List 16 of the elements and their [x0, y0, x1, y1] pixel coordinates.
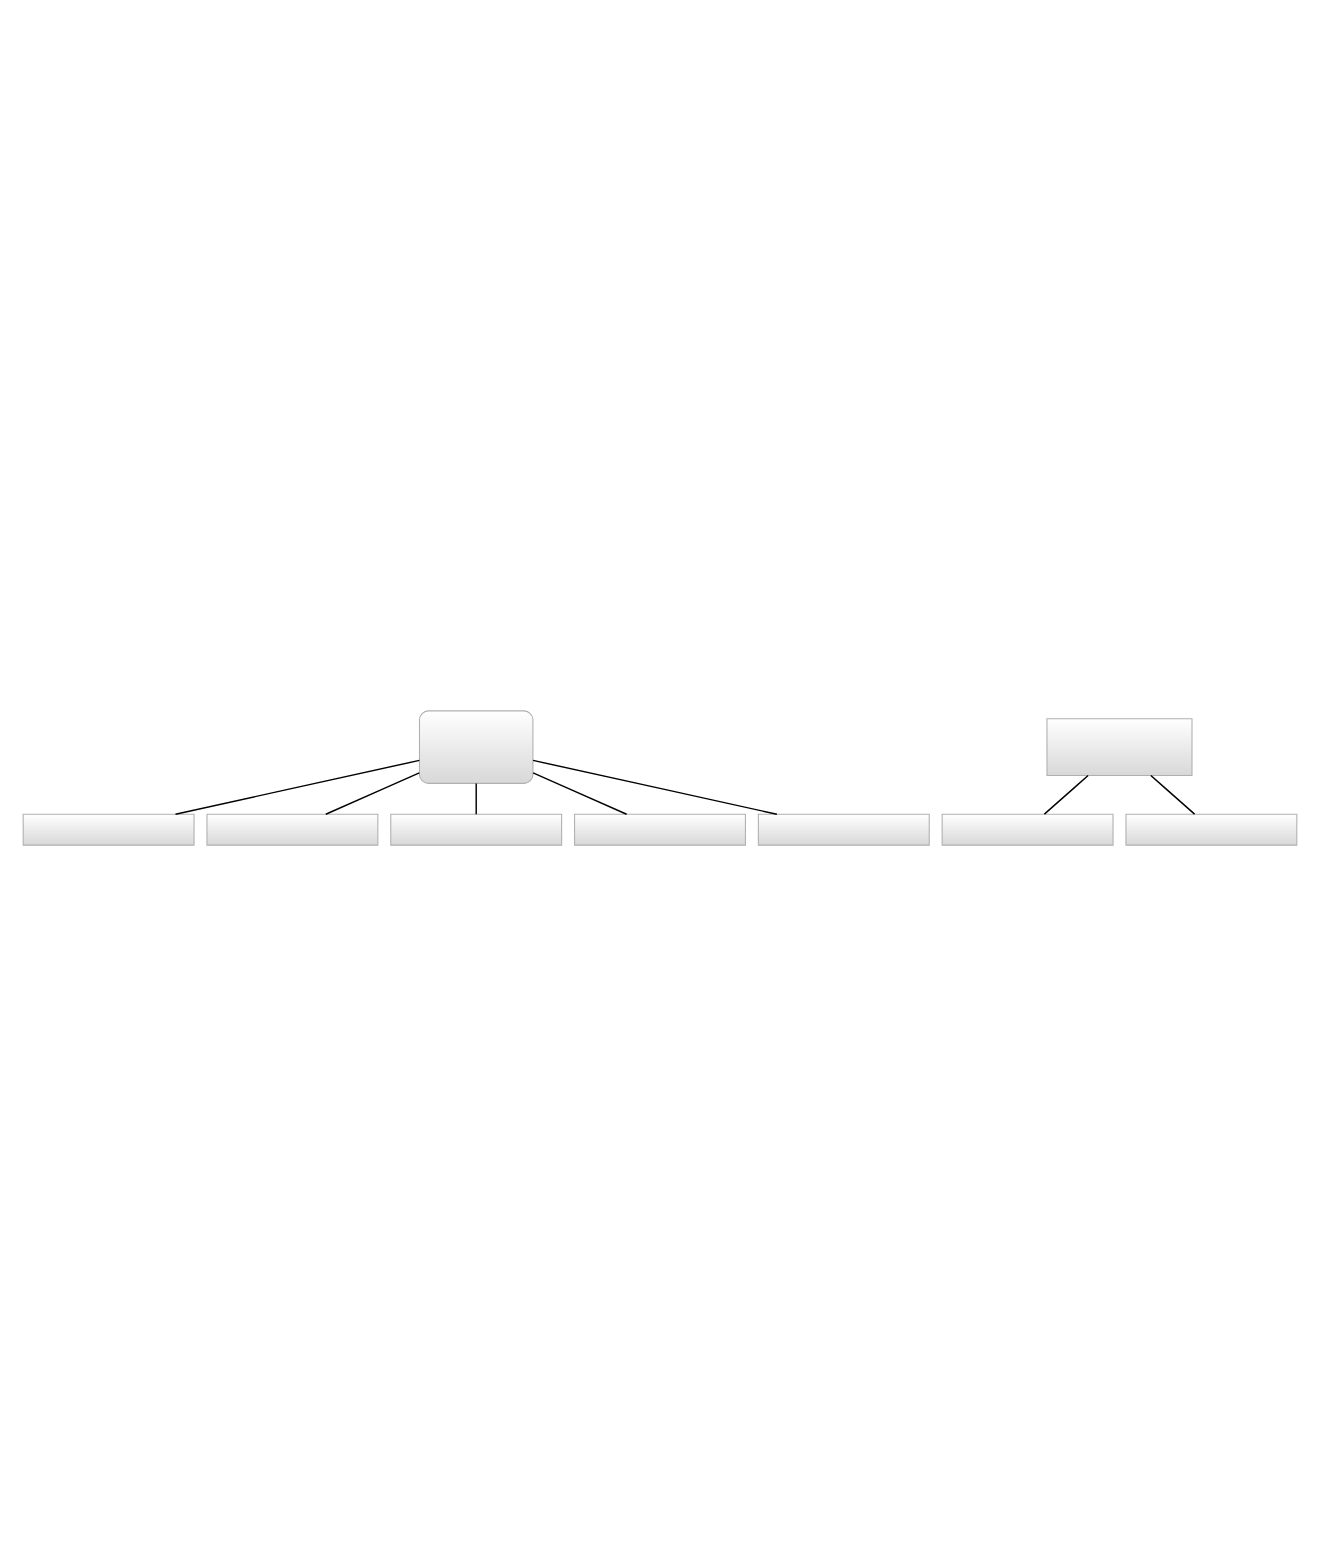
node-box: [1125, 812, 1298, 845]
node-box: [390, 812, 563, 845]
node-box: [1046, 717, 1193, 776]
connector: [1150, 773, 1196, 814]
connector: [1043, 773, 1089, 814]
connector: [532, 758, 778, 814]
connector: [325, 771, 421, 814]
node-box: [757, 812, 930, 845]
node-box: [22, 812, 195, 845]
connector: [475, 781, 477, 814]
node-box: [574, 812, 746, 845]
connector: [174, 758, 421, 814]
node-box: [418, 709, 534, 783]
connector: [532, 771, 628, 814]
node-box: [941, 812, 1114, 845]
node-box: [206, 812, 379, 845]
